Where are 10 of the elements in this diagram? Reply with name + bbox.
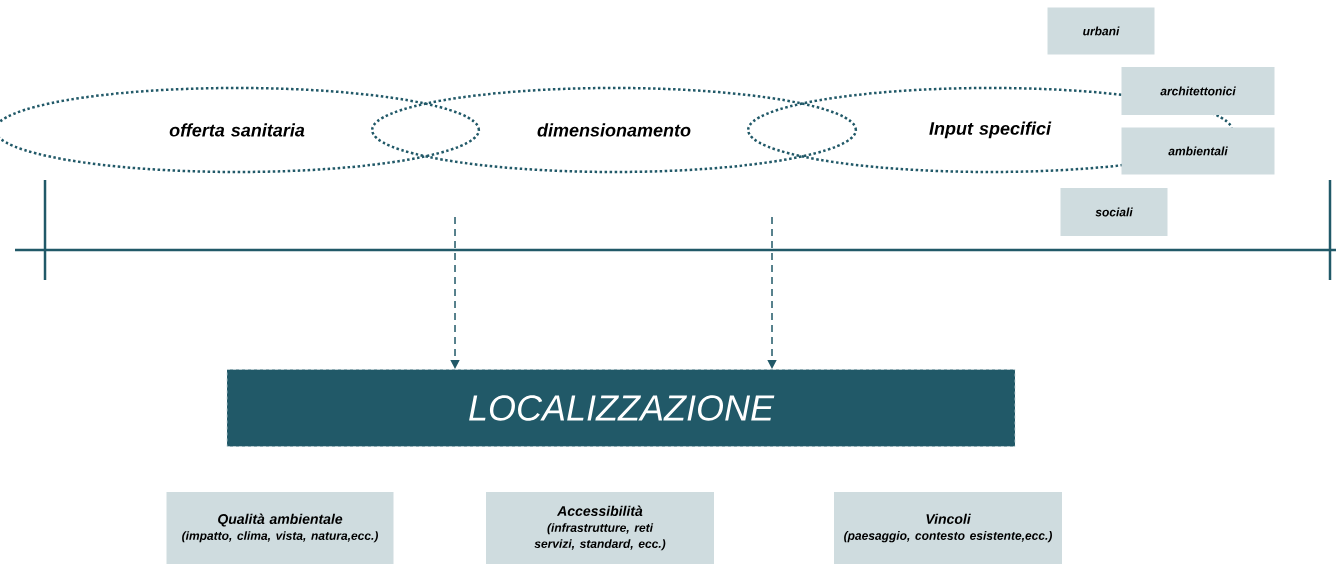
tag-box: ambientali [1121,127,1275,175]
arrow [450,216,460,369]
tag-box: architettonici [1121,67,1275,115]
tag-box: sociali [1060,188,1168,236]
arrow [767,216,777,369]
title-box: LOCALIZZAZIONE [226,369,1016,447]
category-box: Vincoli (paesaggio, contesto esistente,ecc.) [834,492,1062,564]
category-box: Accessibilità (infrastrutture, reti servizi, standard, ecc.) [486,492,714,564]
tag-box: urbani [1047,7,1155,55]
category-box: Qualità ambientale (impatto, clima, vista, natura,ecc.) [166,492,394,564]
